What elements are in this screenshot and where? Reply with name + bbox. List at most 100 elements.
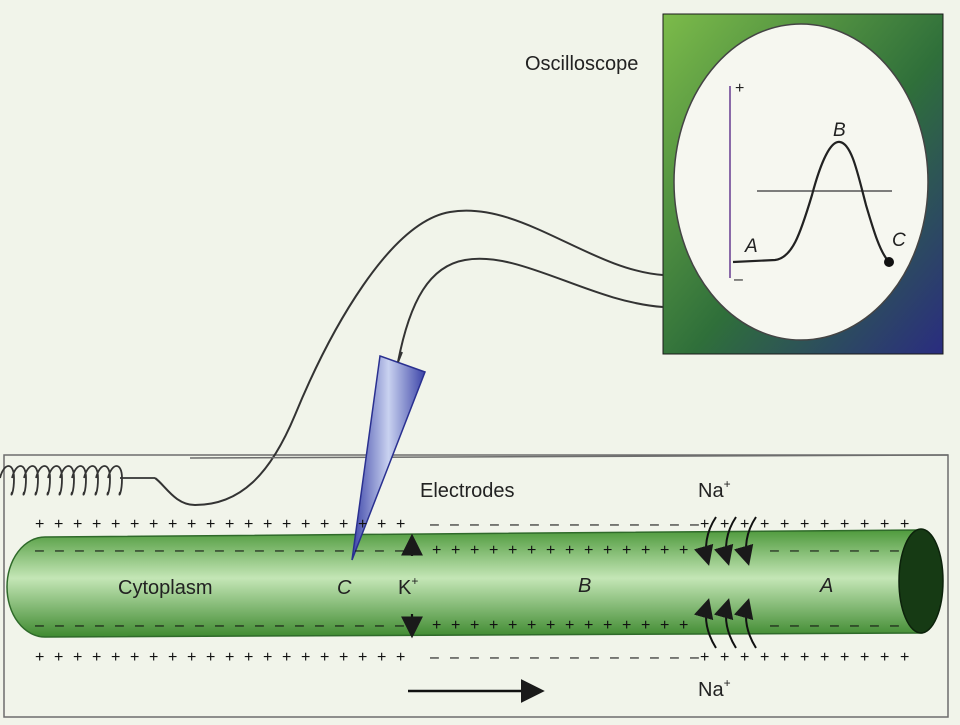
inside-plus-charge-bottom: + (489, 617, 498, 634)
outside-minus-charge-bottom: – (450, 649, 459, 666)
outside-minus-charge-top: – (430, 516, 439, 533)
inside-minus-charge-top: – (810, 542, 819, 559)
inside-plus-charge-top: + (508, 542, 517, 559)
trace-label-b: B (833, 120, 846, 141)
axis-minus-label: – (734, 271, 743, 288)
electrode-wire-lower (397, 257, 664, 363)
inside-minus-charge-bottom: – (115, 617, 124, 634)
outside-minus-charge-bottom: – (430, 649, 439, 666)
outside-plus-charge-top: + (720, 516, 729, 533)
outside-plus-charge-bottom: + (92, 649, 101, 666)
outside-plus-charge-bottom: + (73, 649, 82, 666)
outside-plus-charge-bottom: + (35, 649, 44, 666)
inside-minus-charge-bottom: – (95, 617, 104, 634)
outside-plus-charge-bottom: + (339, 649, 348, 666)
inside-minus-charge-bottom: – (55, 617, 64, 634)
outside-plus-charge-bottom: + (301, 649, 310, 666)
outside-plus-charge-bottom: + (206, 649, 215, 666)
inside-minus-charge-top: – (155, 542, 164, 559)
outside-plus-charge-top: + (880, 516, 889, 533)
inside-plus-charge-top: + (641, 542, 650, 559)
outside-plus-charge-bottom: + (900, 649, 909, 666)
panel-top-line (189, 454, 949, 459)
outside-plus-charge-bottom: + (840, 649, 849, 666)
outside-minus-charge-bottom: – (570, 649, 579, 666)
outside-plus-charge-bottom: + (168, 649, 177, 666)
inside-plus-charge-top: + (546, 542, 555, 559)
inside-minus-charge-bottom: – (890, 617, 899, 634)
outside-plus-charge-top: + (225, 516, 234, 533)
inside-minus-charge-bottom: – (870, 617, 879, 634)
outside-plus-charge-top: + (377, 516, 386, 533)
outside-plus-charge-top: + (168, 516, 177, 533)
outside-plus-charge-bottom: + (320, 649, 329, 666)
sodium-ion-label-top: Na+ (698, 477, 731, 502)
outside-minus-charge-top: – (670, 516, 679, 533)
inside-minus-charge-top: – (55, 542, 64, 559)
oscilloscope: + – A B C (662, 13, 944, 355)
outside-minus-charge-top: – (690, 516, 699, 533)
axon-end-cap (898, 528, 944, 634)
inside-plus-charge-top: + (603, 542, 612, 559)
outside-plus-charge-top: + (320, 516, 329, 533)
inside-minus-charge-top: – (830, 542, 839, 559)
inside-minus-charge-bottom: – (850, 617, 859, 634)
inside-minus-charge-top: – (890, 542, 899, 559)
inside-minus-charge-bottom: – (215, 617, 224, 634)
inside-minus-charge-bottom: – (155, 617, 164, 634)
na-arrow-bottom-2 (713, 598, 737, 649)
outside-plus-charge-bottom: + (760, 649, 769, 666)
outside-plus-charge-top: + (130, 516, 139, 533)
trace-label-a: A (744, 236, 758, 257)
outside-plus-charge-top: + (339, 516, 348, 533)
inside-minus-charge-top: – (395, 542, 404, 559)
outside-plus-charge-top: + (301, 516, 310, 533)
outside-minus-charge-bottom: – (510, 649, 519, 666)
outside-plus-charge-bottom: + (720, 649, 729, 666)
cytoplasm-label: Cytoplasm (118, 577, 212, 599)
inside-minus-charge-top: – (255, 542, 264, 559)
outside-plus-charge-top: + (92, 516, 101, 533)
inside-plus-charge-top: + (451, 542, 460, 559)
outside-minus-charge-top: – (530, 516, 539, 533)
outside-minus-charge-top: – (490, 516, 499, 533)
outside-plus-charge-top: + (760, 516, 769, 533)
outside-plus-charge-bottom: + (800, 649, 809, 666)
oscilloscope-label: Oscilloscope (525, 53, 638, 75)
inside-minus-charge-top: – (275, 542, 284, 559)
inside-plus-charge-bottom: + (584, 617, 593, 634)
inside-plus-charge-top: + (565, 542, 574, 559)
outside-minus-charge-top: – (470, 516, 479, 533)
outside-minus-charge-bottom: – (550, 649, 559, 666)
outside-plus-charge-bottom: + (780, 649, 789, 666)
inside-plus-charge-top: + (660, 542, 669, 559)
outside-plus-charge-top: + (800, 516, 809, 533)
outside-plus-charge-top: + (263, 516, 272, 533)
inside-minus-charge-bottom: – (335, 617, 344, 634)
outside-plus-charge-top: + (840, 516, 849, 533)
inside-minus-charge-bottom: – (195, 617, 204, 634)
trace-label-c: C (892, 230, 906, 251)
outside-minus-charge-top: – (630, 516, 639, 533)
outside-minus-charge-bottom: – (530, 649, 539, 666)
na-arrow-top-3 (733, 516, 757, 566)
outside-plus-charge-bottom: + (358, 649, 367, 666)
inside-plus-charge-bottom: + (565, 617, 574, 634)
inside-minus-charge-top: – (315, 542, 324, 559)
na-arrow-top-1 (693, 516, 717, 566)
outside-minus-charge-top: – (590, 516, 599, 533)
outside-plus-charge-top: + (820, 516, 829, 533)
inside-minus-charge-top: – (870, 542, 879, 559)
outside-plus-charge-top: + (900, 516, 909, 533)
inside-plus-charge-bottom: + (622, 617, 631, 634)
inside-plus-charge-bottom: + (451, 617, 460, 634)
outside-minus-charge-bottom: – (690, 649, 699, 666)
inside-minus-charge-bottom: – (315, 617, 324, 634)
inside-plus-charge-bottom: + (603, 617, 612, 634)
inside-plus-charge-top: + (470, 542, 479, 559)
outside-plus-charge-top: + (206, 516, 215, 533)
outside-minus-charge-top: – (650, 516, 659, 533)
outside-plus-charge-bottom: + (700, 649, 709, 666)
inside-minus-charge-top: – (295, 542, 304, 559)
outside-minus-charge-bottom: – (630, 649, 639, 666)
